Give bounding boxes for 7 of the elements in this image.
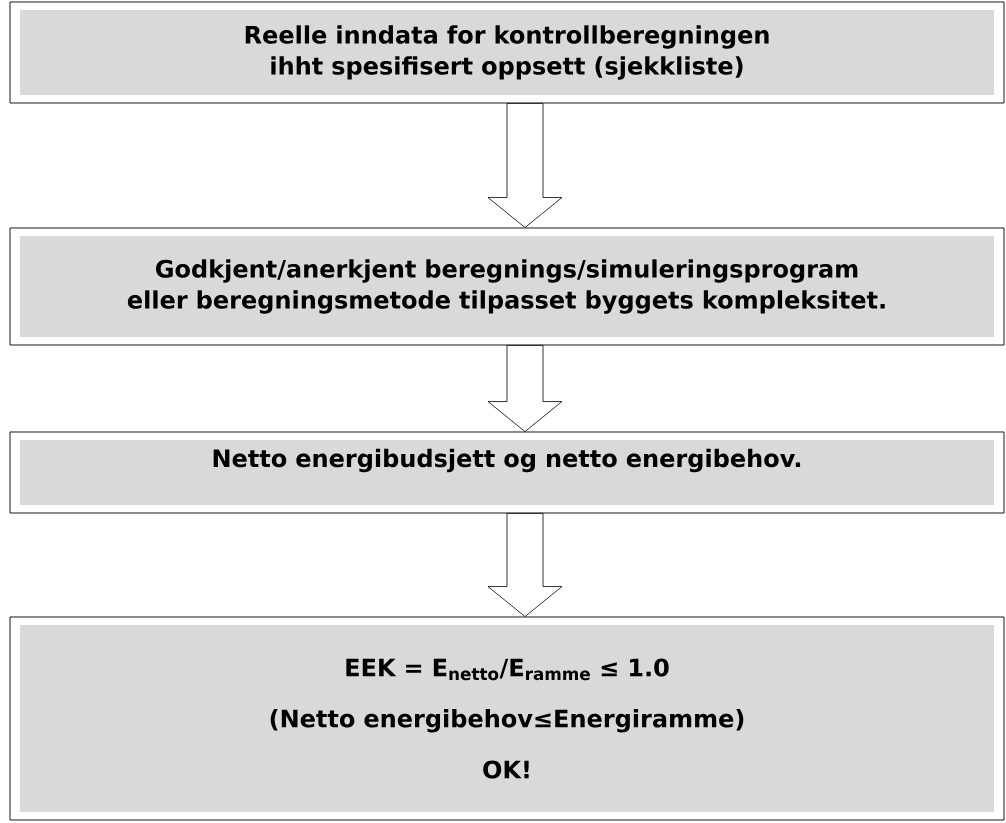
- process-box: Netto energibudsjett og netto energibehov.: [9, 431, 1005, 514]
- process-box: Reelle inndata for kontrollberegningen ihht spesifisert oppsett (sjekkliste): [9, 1, 1005, 104]
- block-arrow: [487, 513, 563, 617]
- process-box: Godkjent/anerkjent beregnings/simuleringsprogram eller beregningsmetode tilpasset byggets kompleksitet.: [9, 227, 1005, 346]
- process-box: EEK = E$_{netto}$/E$_{ramme}$ ≤ 1.0 (Netto energibehov≤Energiramme) OK!: [9, 616, 1005, 821]
- block-arrow: [487, 103, 563, 228]
- block-arrow: [487, 345, 563, 432]
